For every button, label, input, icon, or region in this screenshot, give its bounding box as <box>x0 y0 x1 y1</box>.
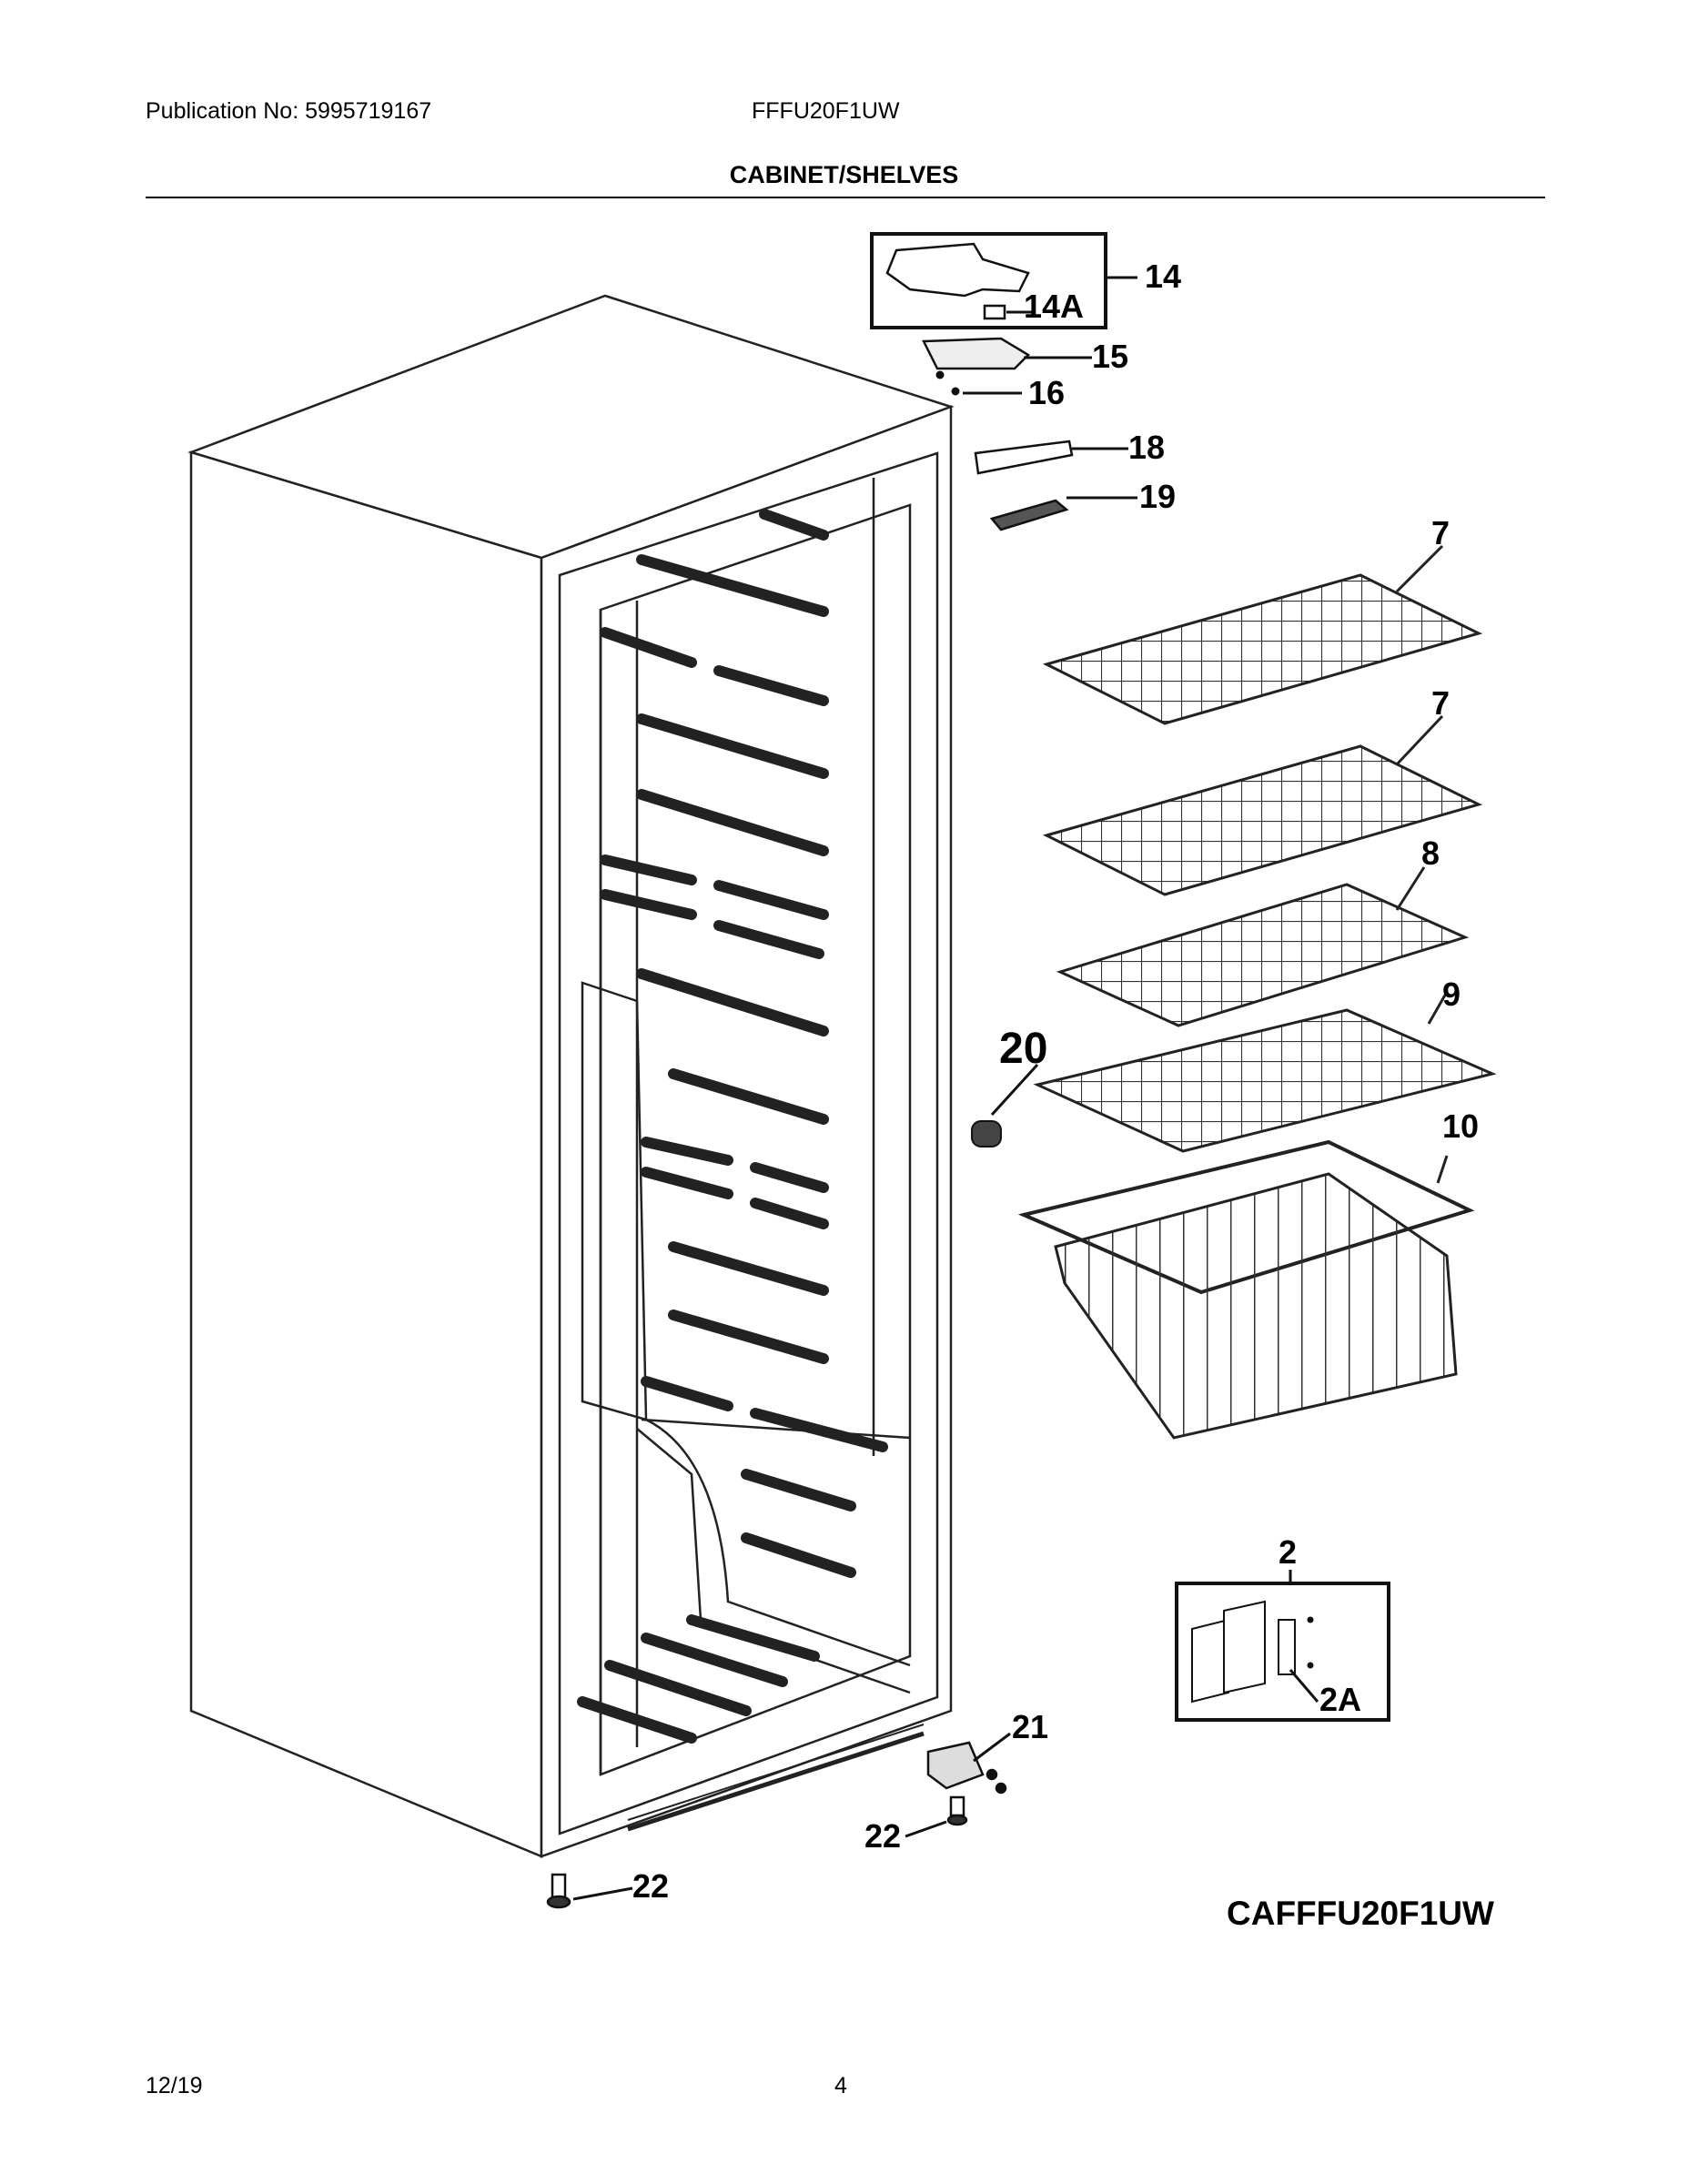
callout-19: 19 <box>1139 478 1176 515</box>
section-title: CABINET/SHELVES <box>729 161 959 188</box>
callout-14: 14 <box>1145 258 1181 295</box>
publication-number: Publication No: 5995719167 <box>146 98 432 124</box>
callout-10: 10 <box>1442 1107 1479 1145</box>
callout-20: 20 <box>999 1025 1047 1073</box>
callout-7b: 7 <box>1431 684 1450 722</box>
callout-14A: 14A <box>1024 288 1084 325</box>
header-rule <box>146 197 1545 198</box>
callout-22a: 22 <box>864 1817 901 1855</box>
callout-labels: 14 14A 15 16 18 19 7 7 8 9 20 10 2 2A 21… <box>632 258 1479 1905</box>
door-stop-part <box>971 1063 1039 1148</box>
freezer-cabinet <box>187 294 955 1858</box>
callout-8: 8 <box>1421 834 1440 872</box>
callout-18: 18 <box>1128 429 1165 466</box>
publication-date: 12/19 <box>146 2073 203 2098</box>
callout-7a: 7 <box>1431 514 1450 551</box>
callout-16: 16 <box>1028 374 1065 411</box>
cabinet-shelf-rails <box>577 509 888 1744</box>
wire-shelves <box>1033 544 1497 1153</box>
hinge-and-leveler-parts <box>546 1732 1011 1909</box>
model-number: FFFU20F1UW <box>752 98 900 124</box>
callout-15: 15 <box>1092 338 1128 375</box>
callout-22b: 22 <box>632 1867 669 1905</box>
diagram-code: CAFFFU20F1UW <box>1227 1895 1494 1932</box>
callout-9: 9 <box>1442 976 1461 1013</box>
callout-2: 2 <box>1279 1533 1297 1571</box>
callout-2A: 2A <box>1319 1681 1361 1718</box>
page-number: 4 <box>834 2073 847 2098</box>
callout-21: 21 <box>1012 1708 1048 1745</box>
freezer-basket <box>1017 1139 1475 1440</box>
control-board-kit <box>1175 1570 1390 1722</box>
control-box-kit <box>870 232 1137 531</box>
